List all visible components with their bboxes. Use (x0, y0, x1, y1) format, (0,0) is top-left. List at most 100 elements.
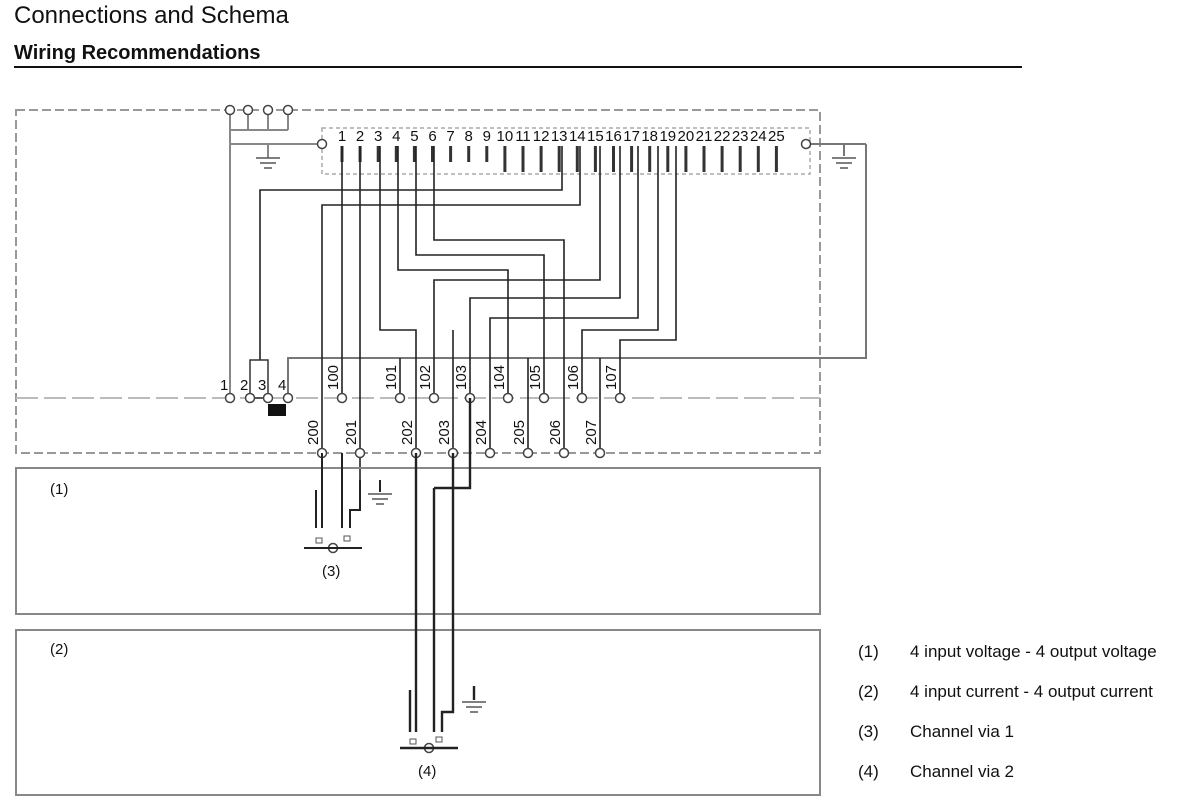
legend-text: Channel via 2 (910, 762, 1014, 781)
section-subtitle: Wiring Recommendations (14, 42, 261, 64)
legend-number: (1) (858, 642, 879, 661)
terminal-label: 204 (473, 420, 490, 445)
connector-pin-label: 7 (446, 128, 454, 145)
terminal-label: 203 (436, 420, 453, 445)
terminal-circle-icon (800, 138, 812, 150)
connector-pin-label: 12 (533, 128, 550, 145)
terminal-label: 106 (565, 365, 582, 390)
terminal-circle-icon (244, 392, 256, 404)
legend-number: (2) (858, 682, 879, 701)
terminal-circle-icon (282, 104, 294, 116)
terminal-circle-icon (316, 138, 328, 150)
ground-icon (256, 157, 280, 169)
terminal-label: 207 (583, 420, 600, 445)
terminal-circle-icon (576, 392, 588, 404)
fuse-body (268, 404, 286, 416)
ground-icon (462, 701, 486, 713)
connector-pin-label: 9 (483, 128, 491, 145)
panel-2 (15, 629, 821, 796)
connector-pin-label: 8 (465, 128, 473, 145)
terminal-circle-icon (594, 447, 606, 459)
channel-3-label: (3) (322, 563, 340, 580)
terminal-circle-icon (336, 392, 348, 404)
title-rule (14, 66, 1022, 68)
channel-4-label: (4) (418, 763, 436, 780)
terminal-circle-icon (262, 392, 274, 404)
connector-pin-label: 16 (605, 128, 622, 145)
right-ground-wire (287, 143, 867, 398)
terminal-label: 200 (305, 420, 322, 445)
terminal-circle-icon (522, 447, 534, 459)
panel-2-label: (2) (50, 641, 68, 658)
terminal-label: 105 (527, 365, 544, 390)
terminal-label: 202 (399, 420, 416, 445)
connector-icon (315, 537, 323, 544)
connector-pin-label: 5 (410, 128, 418, 145)
terminal-points (224, 104, 812, 754)
page-title: Connections and Schema (14, 2, 289, 29)
terminal-label: 104 (491, 365, 508, 390)
connector-pin-label: 19 (659, 128, 676, 145)
connector-pin-label: 20 (678, 128, 695, 145)
terminal-circle-icon (614, 392, 626, 404)
terminal-label: 206 (547, 420, 564, 445)
top-left-bus (229, 110, 322, 398)
channel-4-wires (400, 398, 476, 750)
connector-pin-label: 1 (338, 128, 346, 145)
terminal-circle-icon (538, 392, 550, 404)
ground-icon (832, 157, 856, 169)
terminal-circle-icon (502, 392, 514, 404)
terminal-circle-icon (428, 392, 440, 404)
connector-pin-label: 14 (569, 128, 586, 145)
rail-pin-label: 2 (240, 377, 248, 394)
connector-pin-label: 25 (768, 128, 785, 145)
connector-pin-slots (340, 146, 778, 172)
terminal-circle-icon (224, 104, 236, 116)
connector-icon (435, 736, 443, 743)
terminal-label: 101 (383, 365, 400, 390)
connector-pin-label: 24 (750, 128, 767, 145)
legend-text: 4 input current - 4 output current (910, 682, 1153, 701)
legend-number: (4) (858, 762, 879, 781)
connector-pin-label: 22 (714, 128, 731, 145)
rail-pin-label: 1 (220, 377, 228, 394)
terminal-circle-icon (224, 392, 236, 404)
connector-pin-label: 10 (497, 128, 514, 145)
connector-pin-label: 17 (623, 128, 640, 145)
terminal-circle-icon (394, 392, 406, 404)
terminal-label: 205 (511, 420, 528, 445)
connector-pin-label: 23 (732, 128, 749, 145)
terminal-circle-icon (282, 392, 294, 404)
connector-icon (343, 535, 351, 542)
connector-block (321, 127, 811, 175)
connector-pin-label: 18 (641, 128, 658, 145)
channel-3-wires (304, 453, 381, 549)
terminal-label: 102 (417, 365, 434, 390)
connector-icon (409, 738, 417, 745)
terminal-label: 107 (603, 365, 620, 390)
rail-pin-label: 4 (278, 377, 286, 394)
connector-pin-label: 6 (428, 128, 436, 145)
terminal-circle-icon (558, 447, 570, 459)
legend-number: (3) (858, 722, 879, 741)
terminal-circle-icon (354, 447, 366, 459)
connector-pin-label: 13 (551, 128, 568, 145)
connector-pin-label: 2 (356, 128, 364, 145)
wiring-lines (259, 146, 677, 480)
connector-pin-label: 15 (587, 128, 604, 145)
terminal-circle-icon (262, 104, 274, 116)
fuse-component (249, 359, 269, 399)
legend-text: 4 input voltage - 4 output voltage (910, 642, 1157, 661)
terminal-label: 201 (343, 420, 360, 445)
terminal-circle-icon (484, 447, 496, 459)
connector-pin-label: 11 (515, 128, 531, 145)
connector-pin-label: 3 (374, 128, 382, 145)
legend-text: Channel via 1 (910, 722, 1014, 741)
connector-pin-label: 4 (392, 128, 400, 145)
rail-pin-label: 3 (258, 377, 266, 394)
panel-1-label: (1) (50, 481, 68, 498)
panel-1 (15, 467, 821, 615)
terminal-circle-icon (242, 104, 254, 116)
